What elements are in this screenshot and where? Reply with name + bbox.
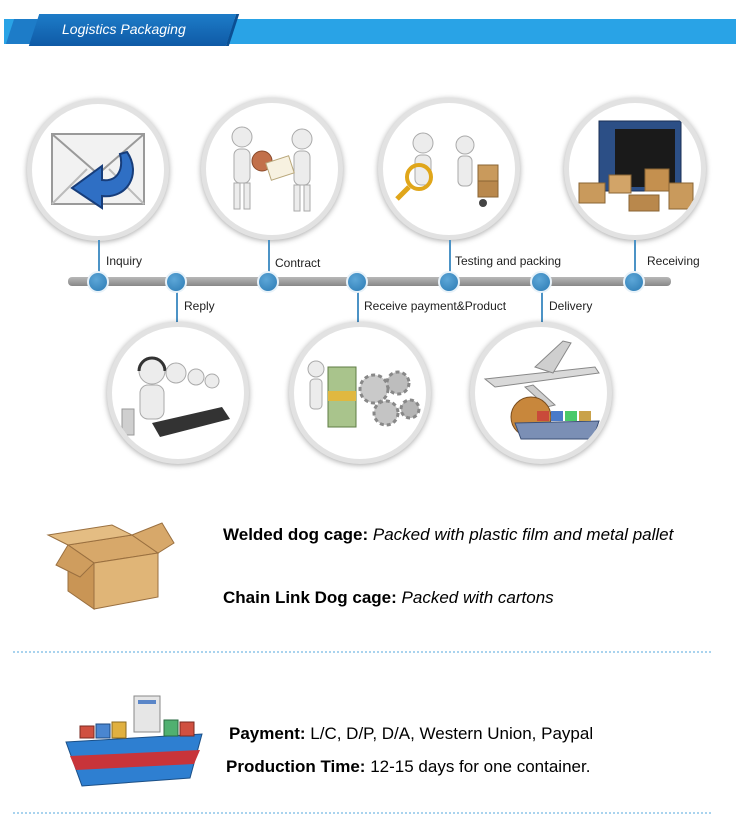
reply-image: [107, 322, 249, 464]
cargo-ship-image: [65, 695, 203, 787]
inquiry-image: [27, 99, 169, 241]
production-label: Production Time:: [226, 757, 366, 776]
step-label-receiving: Receiving: [647, 254, 700, 268]
section-banner: Logistics Packaging: [4, 14, 736, 46]
testing-packing-image: [378, 98, 520, 240]
step-label-testing-packing: Testing and packing: [455, 254, 562, 268]
stem-contract: [268, 240, 270, 280]
testing-figures-icon: [395, 132, 499, 207]
step-label-inquiry: Inquiry: [106, 254, 143, 268]
container-boxes-icon: [578, 120, 694, 212]
stem-testing-packing: [449, 240, 451, 280]
welded-cage-packing: Welded dog cage: Packed with plastic fil…: [223, 525, 673, 545]
node-receive-payment: [346, 271, 368, 293]
stem-receive-payment: [357, 285, 359, 325]
stem-inquiry: [98, 240, 100, 280]
stem-receiving: [634, 240, 636, 280]
step-label-delivery: Delivery: [549, 299, 593, 313]
receiving-image: [564, 98, 706, 240]
production-time: Production Time: 12-15 days for one cont…: [226, 757, 590, 777]
stem-reply: [176, 285, 178, 323]
dotted-divider-top: [12, 651, 712, 653]
delivery-image: [470, 322, 612, 464]
envelope-icon: [51, 133, 145, 210]
welded-cage-value: Packed with plastic film and metal palle…: [372, 525, 674, 544]
node-inquiry: [87, 271, 109, 293]
banner-title: Logistics Packaging: [62, 21, 186, 37]
call-center-icon: [121, 356, 230, 437]
dotted-divider-bottom: [12, 812, 712, 814]
node-reply: [165, 271, 187, 293]
cardboard-box-image: [46, 522, 175, 610]
step-label-contract: Contract: [275, 256, 321, 270]
production-value: 12-15 days for one container.: [370, 757, 591, 776]
node-testing-packing: [438, 271, 460, 293]
step-label-receive-payment: Receive payment&Product: [364, 299, 507, 313]
money-gears-icon: [307, 360, 421, 428]
contract-figures-icon: [231, 126, 313, 212]
plane-globe-ship-icon: [483, 340, 600, 440]
stem-delivery: [541, 285, 543, 325]
receive-payment-image: [289, 322, 431, 464]
payment-label: Payment:: [229, 724, 306, 743]
node-receiving: [623, 271, 645, 293]
payment-terms: Payment: L/C, D/P, D/A, Western Union, P…: [229, 724, 593, 744]
chain-link-cage-label: Chain Link Dog cage:: [223, 588, 397, 607]
node-delivery: [530, 271, 552, 293]
chain-link-cage-packing: Chain Link Dog cage: Packed with cartons: [223, 588, 554, 608]
node-contract: [257, 271, 279, 293]
payment-value: L/C, D/P, D/A, Western Union, Paypal: [310, 724, 594, 743]
step-label-reply: Reply: [184, 299, 215, 313]
chain-link-cage-value: Packed with cartons: [401, 588, 554, 607]
process-timeline: [68, 277, 671, 286]
contract-image: [201, 98, 343, 240]
welded-cage-label: Welded dog cage:: [223, 525, 369, 544]
